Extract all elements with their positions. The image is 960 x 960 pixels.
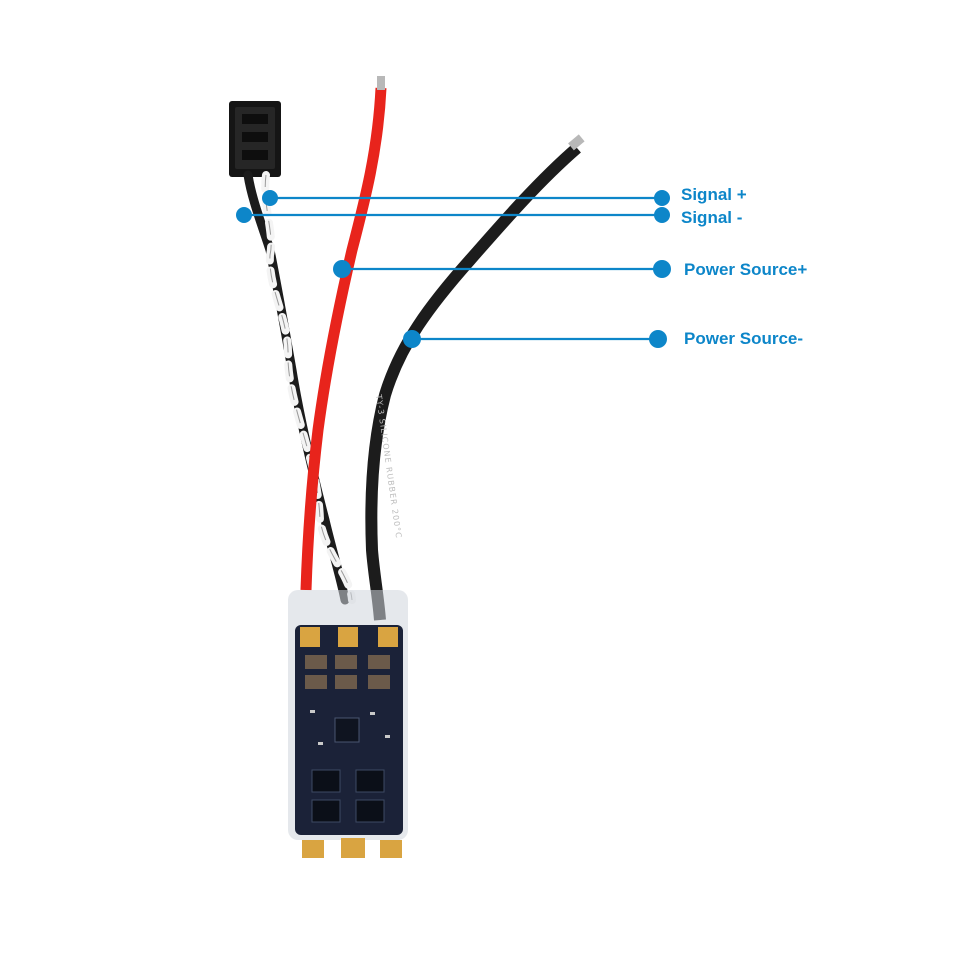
callout-dot <box>649 330 667 348</box>
red-power-wire <box>300 76 387 591</box>
label-power-plus: Power Source+ <box>684 260 807 279</box>
callout-dot <box>236 207 252 223</box>
callout-dot <box>654 207 670 223</box>
servo-connector <box>229 101 281 177</box>
callout-power-minus: Power Source- <box>403 329 803 348</box>
callout-dot <box>403 330 421 348</box>
label-power-minus: Power Source- <box>684 329 803 348</box>
callout-power-plus: Power Source+ <box>333 260 807 279</box>
callout-signal-plus: Signal + <box>262 185 747 206</box>
esc-illustration: TY-3 SILICONE RUBBER 200°C <box>229 76 585 858</box>
callout-signal-minus: Signal - <box>236 207 742 227</box>
label-signal-minus: Signal - <box>681 208 742 227</box>
label-signal-plus: Signal + <box>681 185 747 204</box>
callout-dot <box>653 260 671 278</box>
callout-dot <box>262 190 278 206</box>
callout-dot <box>654 190 670 206</box>
callout-dot <box>333 260 351 278</box>
black-power-wire: TY-3 SILICONE RUBBER 200°C <box>365 134 585 621</box>
callouts: Signal + Signal - Power Source+ Power So… <box>236 185 807 348</box>
signal-twisted-pair <box>243 170 356 605</box>
esc-board <box>288 590 408 858</box>
